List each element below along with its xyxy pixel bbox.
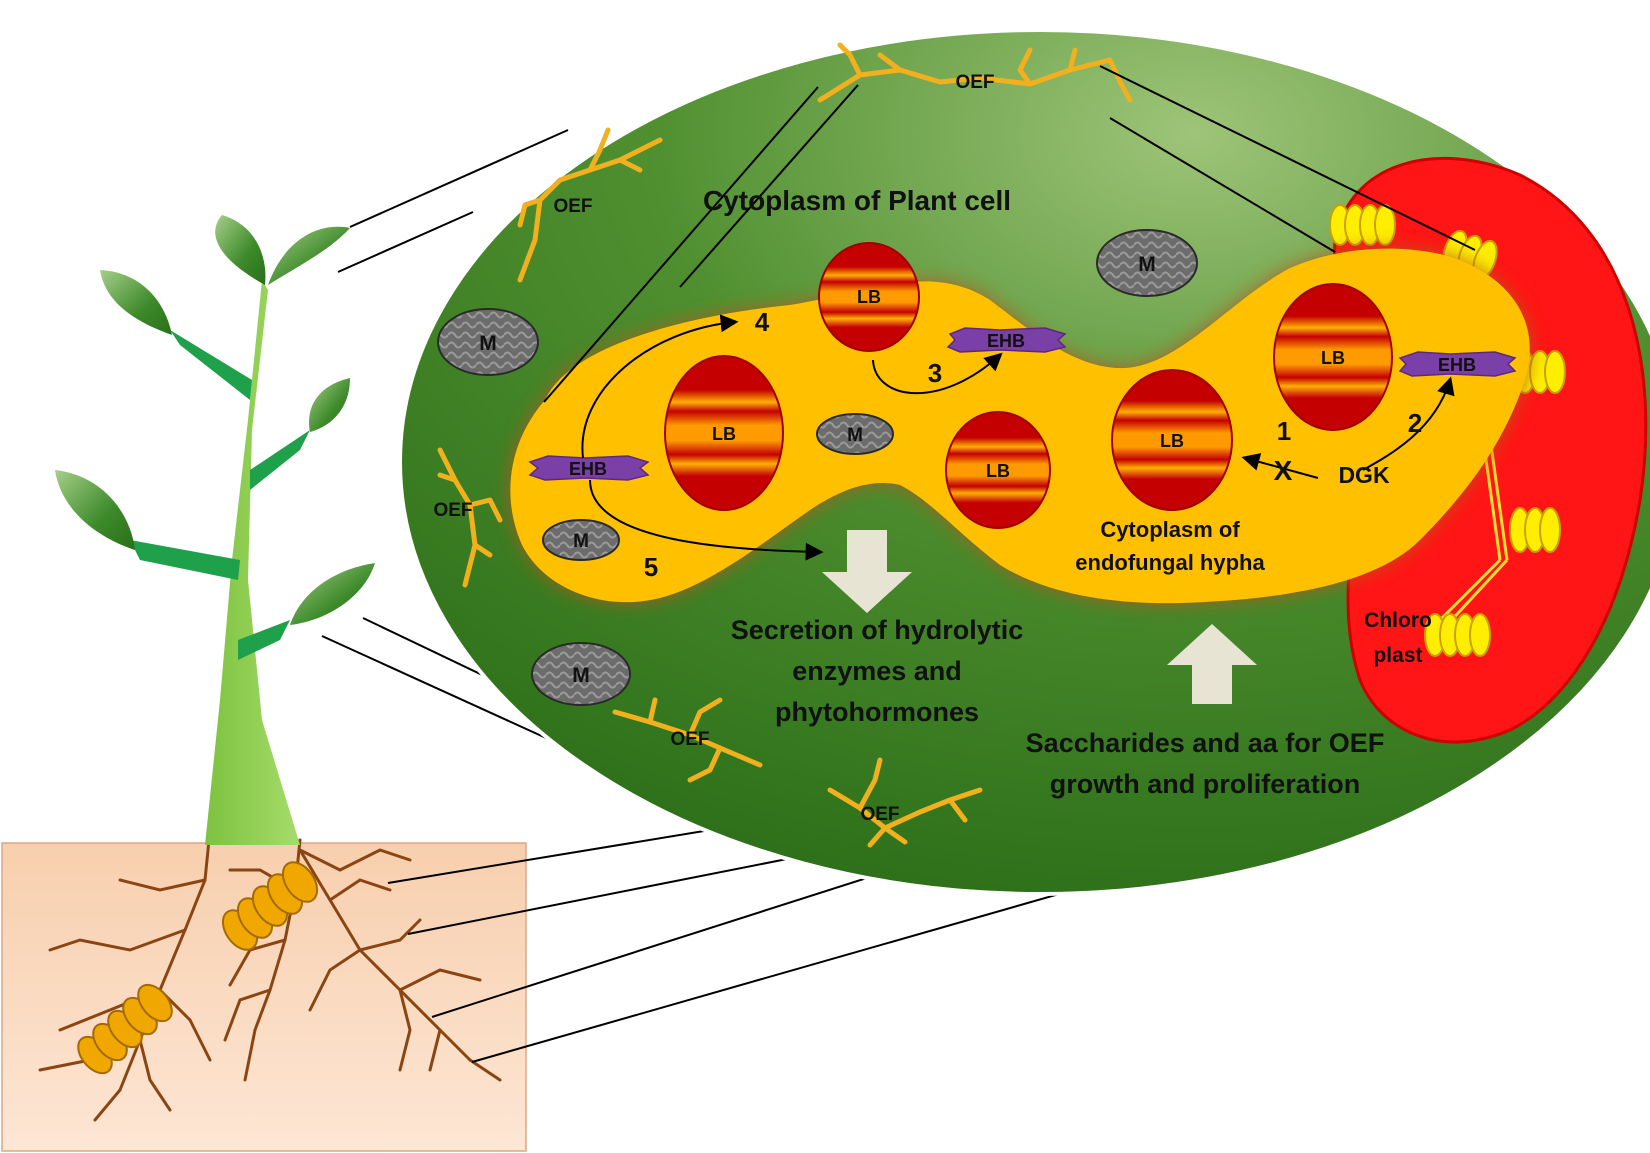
mitochondrion xyxy=(816,413,894,455)
lb-label: LB xyxy=(712,424,736,444)
roots xyxy=(38,828,502,1122)
oef-hypha xyxy=(817,57,1113,103)
mito-label: M xyxy=(479,332,497,355)
step-4-label: 4 xyxy=(755,307,770,337)
oef-hypha xyxy=(617,157,643,173)
plant-stem xyxy=(205,280,300,845)
ehb-label: EHB xyxy=(569,459,607,479)
oef-hypha xyxy=(687,745,723,783)
mito-label: M xyxy=(847,425,863,446)
leaf-stalk xyxy=(238,620,290,660)
mitochondrion xyxy=(1096,229,1198,297)
oef-hypha xyxy=(867,825,888,848)
oef-hypha xyxy=(857,757,883,811)
chloroplast-label: Chloro xyxy=(1364,609,1432,632)
mitochondrion xyxy=(531,642,631,706)
oef-hypha xyxy=(1107,57,1133,103)
lipid-bodies xyxy=(664,242,1393,529)
mitochondria xyxy=(437,229,1198,706)
oef-label: OEF xyxy=(553,196,592,217)
oef-label: OEF xyxy=(860,804,899,825)
leaf-stalk xyxy=(170,330,252,400)
secretion-label: phytohormones xyxy=(775,697,979,727)
lipid-body xyxy=(818,242,920,352)
oef-hypha xyxy=(467,497,503,523)
oef-hypha xyxy=(687,697,723,738)
secretion-label: enzymes and xyxy=(792,656,962,686)
leaf xyxy=(268,226,350,285)
lipid-body xyxy=(1111,369,1233,511)
oef-label: OEF xyxy=(433,500,472,521)
step-5-label: 5 xyxy=(644,552,658,582)
leaf xyxy=(309,378,350,432)
oef-label: OEF xyxy=(670,729,709,750)
leaf xyxy=(215,215,266,285)
cytoplasm-hypha-label: Cytoplasm of xyxy=(1100,517,1240,542)
saccharides-label: Saccharides and aa for OEF xyxy=(1026,728,1385,758)
oef-hypha xyxy=(882,787,983,831)
soil-region xyxy=(1,828,527,1152)
ehb-label: EHB xyxy=(987,331,1025,351)
secretion-arrow xyxy=(822,530,912,613)
leaf xyxy=(100,270,172,335)
process-arrows xyxy=(581,314,1455,561)
oef-hypha xyxy=(472,542,493,558)
ehb-label: EHB xyxy=(1438,355,1476,375)
oef-filaments xyxy=(437,42,1133,848)
oef-hypha xyxy=(647,697,658,725)
mito-label: M xyxy=(1138,253,1156,276)
lb-label: LB xyxy=(986,461,1010,481)
oef-label: OEF xyxy=(955,72,994,93)
step-2-label: 2 xyxy=(1408,408,1422,438)
step-3-label: 3 xyxy=(928,358,942,388)
root-fungal-coil-1 xyxy=(221,861,319,951)
oef-hypha xyxy=(517,197,543,228)
uptake-arrow xyxy=(1167,624,1257,704)
saccharides-label: growth and proliferation xyxy=(1050,769,1361,799)
arrow-step-4 xyxy=(581,314,739,459)
oef-hypha xyxy=(587,127,611,173)
mito-label: M xyxy=(573,531,589,552)
oef-hypha xyxy=(827,787,908,845)
inner-connector-lines xyxy=(543,65,1476,403)
cytoplasm-hypha-label: endofungal hypha xyxy=(1075,550,1265,575)
plant xyxy=(55,215,375,845)
oef-hypha xyxy=(1067,47,1078,73)
ehb-cell xyxy=(1398,351,1517,377)
arrow-step-2 xyxy=(1362,376,1455,471)
arrow-step-1 xyxy=(1241,453,1319,479)
step-1-label: 1 xyxy=(1277,416,1291,446)
zoom-lines xyxy=(321,129,1109,1063)
oef-hypha xyxy=(837,42,863,78)
oef-hypha xyxy=(877,52,903,73)
ehb-cell xyxy=(946,327,1067,353)
lipid-body xyxy=(664,355,784,511)
leaf xyxy=(290,563,375,625)
mito-label: M xyxy=(572,664,590,687)
ehb-cell xyxy=(528,455,650,481)
endohyphal-bacteria xyxy=(528,327,1517,481)
oef-hypha xyxy=(437,472,458,483)
lb-label: LB xyxy=(1160,431,1184,451)
cytoplasm-plant-label: Cytoplasm of Plant cell xyxy=(703,185,1011,216)
mitochondrion xyxy=(542,519,620,561)
chloroplast-label: plast xyxy=(1373,644,1422,667)
lb-label: LB xyxy=(1321,348,1345,368)
oef-hypha xyxy=(947,797,968,823)
root-fungal-coil-2 xyxy=(77,983,173,1075)
mitochondrion xyxy=(437,308,539,376)
oef-hypha xyxy=(1017,47,1033,87)
lipid-body xyxy=(945,411,1051,529)
lb-label: LB xyxy=(857,287,881,307)
blocked-mark: X xyxy=(1274,455,1293,486)
secretion-label: Secretion of hydrolytic xyxy=(731,615,1024,645)
leaf-stalk xyxy=(250,430,310,490)
leaf xyxy=(55,470,135,550)
arrow-step-5 xyxy=(589,479,824,561)
arrow-step-3 xyxy=(872,352,1003,395)
dgk-label: DGK xyxy=(1338,462,1390,488)
lipid-body xyxy=(1273,283,1393,431)
leaf-stalk xyxy=(130,540,240,580)
